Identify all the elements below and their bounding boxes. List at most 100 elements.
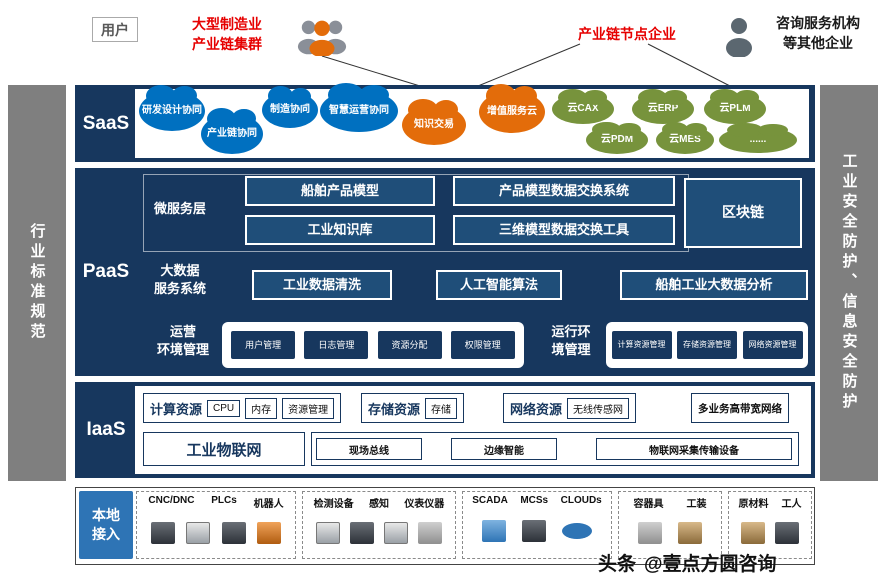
device-label-workers: 工人 xyxy=(781,499,802,510)
ops-box-resource-alloc: 资源分配 xyxy=(377,331,442,359)
iiot-row-frame: 现场总线 边缘智能 物联网采集传输设备 xyxy=(311,432,799,466)
device-label-fixtures: 工装 xyxy=(686,499,707,510)
ops-box-log-mgmt: 日志管理 xyxy=(304,331,369,359)
cnc-machine-photo xyxy=(151,522,176,544)
robot-arm-photo xyxy=(256,522,281,544)
fixture-photo xyxy=(678,522,702,544)
box-ship-bigdata-analysis: 船舶工业大数据分析 xyxy=(620,270,808,300)
device-group-cnc: CNC/DNC PLCs 机器人 xyxy=(136,491,296,559)
device-label-containers: 容器具 xyxy=(633,499,664,510)
saas-cloud-smart-ops: 智慧运营协同 xyxy=(320,83,398,132)
saas-cloud-plm: 云PLM xyxy=(704,89,766,124)
network-resource-label: 网络资源 xyxy=(510,401,563,417)
runtime-box-storage-resource: 存储资源管理 xyxy=(677,331,737,359)
device-group-cnc-photos xyxy=(140,510,292,556)
device-label-perception: 感知 xyxy=(368,499,389,510)
ops-box-permission-mgmt: 权限管理 xyxy=(450,331,515,359)
box-product-model-exchange-system: 产品模型数据交换系统 xyxy=(453,176,675,206)
saas-cloud-chain-collab: 产业链协同 xyxy=(201,107,263,154)
memory-box: 内存 xyxy=(245,397,278,419)
cloud-service-icon xyxy=(562,523,592,539)
security-protection-label: 工业安全防护、信息安全防护 xyxy=(840,153,858,413)
iaas-label: IaaS xyxy=(86,419,126,440)
worker-photo xyxy=(774,522,799,544)
device-group-materials-photos xyxy=(732,510,808,556)
device-label-clouds: CLOUDs xyxy=(560,495,602,506)
iaas-layer: IaaS 计算资源 CPU 内存 资源管理 存储资源 存储 网络资源 无线传感网… xyxy=(75,382,815,478)
bigdata-system-label: 大数据 服务系统 xyxy=(153,263,206,296)
device-group-systems: SCADA MCSs CLOUDs xyxy=(462,491,612,559)
meter-photo xyxy=(418,522,442,544)
storage-box: 存储 xyxy=(425,397,458,419)
box-industrial-knowledge-base: 工业知识库 xyxy=(245,215,435,245)
device-group-materials-labels: 原材料 工人 xyxy=(732,495,808,510)
compute-resource-group: 计算资源 CPU 内存 资源管理 xyxy=(143,393,342,423)
box-blockchain: 区块链 xyxy=(684,178,802,248)
person-icon xyxy=(726,18,752,57)
people-group-icon xyxy=(297,20,347,56)
microservice-label: 微服务层 xyxy=(153,201,206,216)
industry-standards-bar: 行业标准规范 xyxy=(8,85,66,481)
local-access-label: 本地 接入 xyxy=(79,491,133,559)
inspection-device-photo xyxy=(316,522,340,544)
device-label-scada: SCADA xyxy=(472,495,508,506)
resource-mgmt-box: 资源管理 xyxy=(282,397,335,419)
device-group-cnc-labels: CNC/DNC PLCs 机器人 xyxy=(140,495,292,510)
device-group-tooling-labels: 容器具 工装 xyxy=(622,495,718,510)
container-photo xyxy=(638,522,662,544)
saas-cloud-cax: 云CAX xyxy=(552,89,614,124)
watermark: 头条 @壹点方圆咨询 xyxy=(598,549,777,576)
device-label-cncdnc: CNC/DNC xyxy=(148,495,195,506)
runtime-env-panel: 计算资源管理 存储资源管理 网络资源管理 xyxy=(606,322,808,368)
device-label-robot: 机器人 xyxy=(253,499,284,510)
device-group-sensing-labels: 检测设备 感知 仪表仪器 xyxy=(306,495,452,510)
runtime-box-compute-resource: 计算资源管理 xyxy=(611,331,672,359)
saas-panel: 研发设计协同 产业链协同 制造协同 智慧运营协同 知识交易 增值服务云 云CAX… xyxy=(135,83,809,158)
paas-label: PaaS xyxy=(82,261,130,282)
machine-tool-photo xyxy=(221,522,246,544)
ops-env-panel: 用户管理 日志管理 资源分配 权限管理 xyxy=(222,322,524,368)
plc-cabinet-photo xyxy=(186,522,211,544)
saas-cloud-pdm: 云PDM xyxy=(586,121,648,154)
storage-resource-group: 存储资源 存储 xyxy=(361,393,465,423)
saas-cloud-erp: 云ERP xyxy=(632,89,694,124)
iaas-panel: 计算资源 CPU 内存 资源管理 存储资源 存储 网络资源 无线传感网 多业务高… xyxy=(135,386,811,474)
user-group-manufacturing-label: 大型制造业 产业链集群 xyxy=(192,16,262,53)
iot-collection-device-box: 物联网采集传输设备 xyxy=(596,438,792,460)
compute-resource-label: 计算资源 xyxy=(150,401,203,417)
device-label-instruments: 仪表仪器 xyxy=(404,499,445,510)
sensor-photo xyxy=(350,522,374,544)
saas-label: SaaS xyxy=(82,112,130,134)
saas-cloud-rnd-design: 研发设计协同 xyxy=(139,84,205,131)
ops-box-user-mgmt: 用户管理 xyxy=(231,331,296,359)
scada-screen-photo xyxy=(482,520,506,542)
raw-material-photo xyxy=(741,522,766,544)
iiot-label: 工业物联网 xyxy=(186,441,262,459)
runtime-box-network-resource: 网络资源管理 xyxy=(742,331,803,359)
user-group-node-enterprise-label: 产业链节点企业 xyxy=(578,26,676,42)
ops-env-mgmt-label: 运营 环境管理 xyxy=(156,324,209,357)
saas-cloud-knowledge-trade: 知识交易 xyxy=(402,98,466,145)
bandwidth-network-box: 多业务高带宽网络 xyxy=(691,393,789,423)
saas-cloud-manufacturing: 制造协同 xyxy=(262,86,318,128)
device-group-tooling: 容器具 工装 xyxy=(618,491,722,559)
box-ship-product-model: 船舶产品模型 xyxy=(245,176,435,206)
storage-resource-label: 存储资源 xyxy=(368,401,421,417)
users-label: 用户 xyxy=(92,17,138,42)
paas-layer: PaaS 微服务层 船舶产品模型 产品模型数据交换系统 工业知识库 三维模型数据… xyxy=(75,168,815,376)
device-group-systems-photos xyxy=(466,506,608,556)
device-label-plcs: PLCs xyxy=(211,495,237,506)
local-access-row: 本地 接入 CNC/DNC PLCs 机器人 检测设备 感知 仪表仪器 xyxy=(75,487,815,565)
saas-layer: SaaS 研发设计协同 产业链协同 制造协同 智慧运营协同 知识交易 增值服务云… xyxy=(75,83,815,162)
device-group-sensing: 检测设备 感知 仪表仪器 xyxy=(302,491,456,559)
saas-cloud-value-added: 增值服务云 xyxy=(479,84,545,133)
box-industrial-data-cleaning: 工业数据清洗 xyxy=(252,270,392,300)
device-label-raw-materials: 原材料 xyxy=(738,499,769,510)
fieldbus-box: 现场总线 xyxy=(316,438,422,460)
control-system-photo xyxy=(522,520,546,542)
cpu-box: CPU xyxy=(207,399,241,417)
gauge-photo xyxy=(384,522,408,544)
saas-cloud-mes: 云MES xyxy=(656,121,714,154)
wireless-sensor-network-box: 无线传感网 xyxy=(567,397,630,419)
